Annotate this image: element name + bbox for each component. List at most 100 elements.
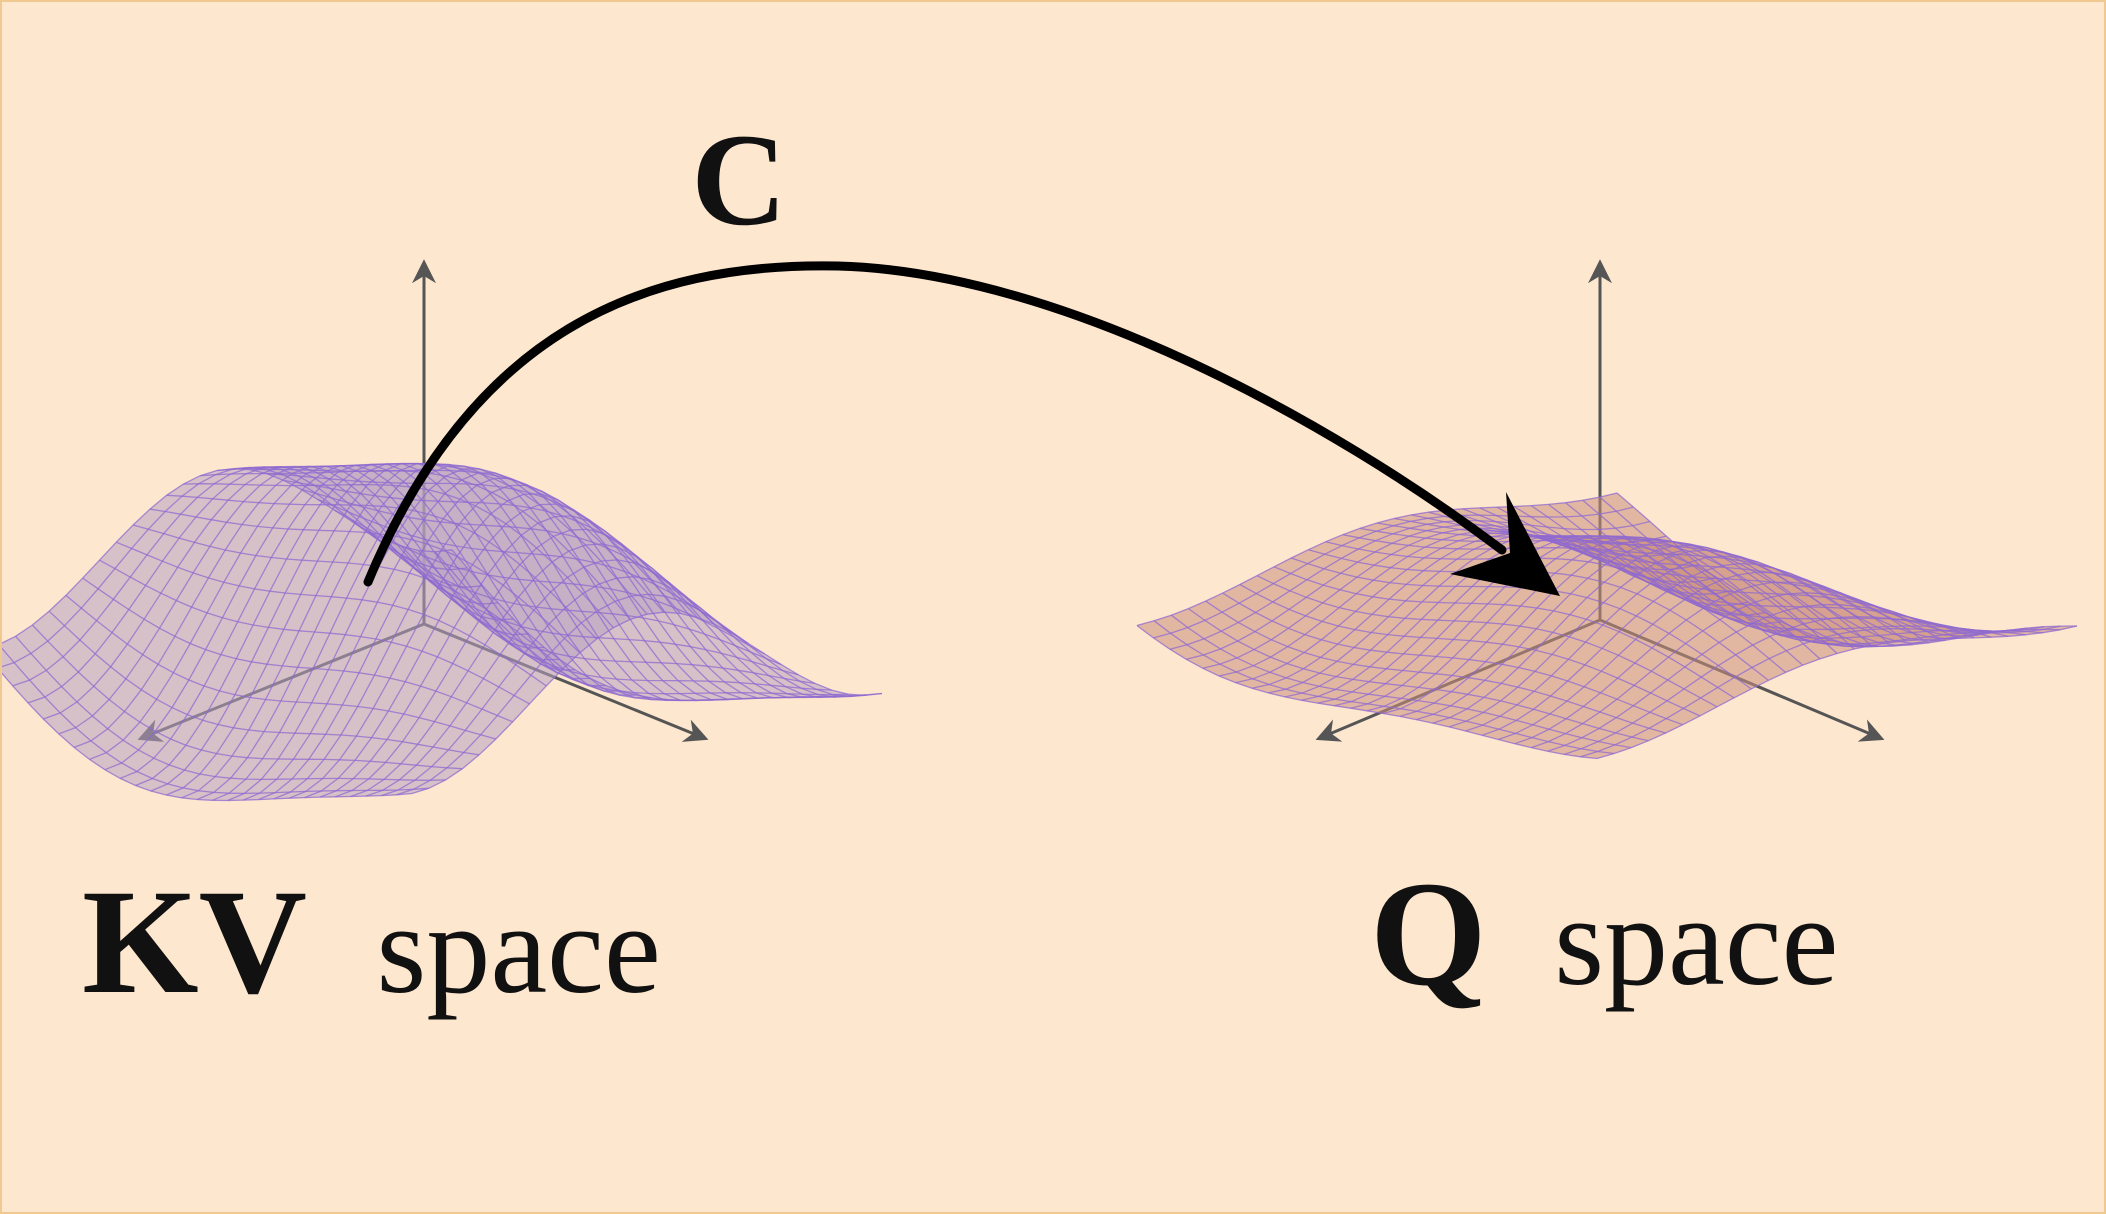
surface-patch bbox=[1319, 676, 1353, 690]
surface-patch bbox=[99, 542, 132, 569]
surface-patch bbox=[130, 554, 163, 586]
surface-patch bbox=[413, 779, 446, 790]
surface-patch bbox=[373, 678, 406, 711]
surface-patch bbox=[92, 699, 125, 729]
surface-patch bbox=[530, 655, 564, 686]
surface-patch bbox=[1457, 548, 1491, 560]
surface-patch bbox=[197, 792, 230, 801]
surface-patch bbox=[1552, 614, 1587, 637]
q-surface-mesh bbox=[1136, 492, 2078, 760]
surface-patch bbox=[2043, 626, 2077, 630]
surface-patch bbox=[1324, 558, 1358, 574]
surface-patch bbox=[258, 485, 291, 504]
surface-patch bbox=[738, 670, 771, 686]
surface-patch bbox=[1169, 644, 1204, 660]
surface-patch bbox=[1549, 701, 1584, 719]
surface-patch bbox=[1597, 744, 1632, 754]
surface-patch bbox=[416, 747, 449, 767]
surface-patch bbox=[377, 569, 410, 606]
surface-patch bbox=[317, 530, 350, 562]
surface-patch bbox=[112, 609, 145, 645]
surface-patch bbox=[707, 666, 740, 683]
surface-patch bbox=[756, 692, 789, 698]
surface-patch bbox=[482, 686, 515, 716]
surface-patch bbox=[1154, 615, 1188, 634]
surface-patch bbox=[385, 741, 418, 764]
surface-patch bbox=[109, 678, 142, 712]
surface-patch bbox=[517, 610, 550, 644]
surface-patch bbox=[1565, 723, 1600, 738]
mesh-line bbox=[1547, 604, 2028, 752]
surface-patch bbox=[1752, 636, 1787, 659]
surface-patch bbox=[1402, 672, 1436, 688]
surface-patch bbox=[226, 501, 259, 525]
surface-patch bbox=[288, 504, 321, 530]
surface-patch bbox=[205, 617, 238, 655]
surface-patch bbox=[1487, 604, 1521, 625]
surface-patch bbox=[179, 517, 212, 543]
surface-patch bbox=[705, 649, 739, 671]
surface-patch bbox=[1567, 686, 1601, 707]
surface-patch bbox=[694, 693, 727, 700]
q-space-label-bold: Q bbox=[1370, 851, 1487, 1017]
surface-patch bbox=[433, 725, 466, 750]
surface-patch bbox=[1529, 525, 1564, 538]
surface-patch bbox=[664, 693, 697, 701]
surface-patch bbox=[1584, 648, 1619, 672]
surface-patch bbox=[569, 656, 602, 678]
surface-patch bbox=[1582, 712, 1617, 729]
surface-patch bbox=[247, 731, 280, 759]
surface-patch bbox=[158, 636, 191, 673]
surface-patch bbox=[211, 500, 244, 523]
surface-patch bbox=[647, 680, 680, 694]
surface-patch bbox=[12, 680, 45, 703]
surface-patch bbox=[451, 670, 484, 703]
surface-patch bbox=[1514, 505, 1548, 517]
surface-patch bbox=[1583, 692, 1617, 712]
surface-patch bbox=[721, 653, 754, 673]
surface-patch bbox=[1586, 602, 1620, 625]
surface-patch bbox=[113, 577, 146, 610]
surface-patch bbox=[1153, 633, 1187, 650]
surface-patch bbox=[384, 463, 417, 471]
surface-patch bbox=[483, 654, 516, 687]
surface-patch bbox=[1487, 586, 1522, 605]
surface-patch bbox=[1617, 685, 1651, 706]
surface-patch bbox=[614, 596, 647, 620]
surface-patch bbox=[198, 474, 231, 484]
surface-patch bbox=[279, 702, 312, 734]
surface-patch bbox=[1770, 610, 1805, 630]
surface-patch bbox=[222, 585, 255, 622]
surface-patch bbox=[366, 484, 399, 507]
surface-patch bbox=[123, 722, 156, 750]
surface-patch bbox=[219, 658, 252, 695]
surface-patch bbox=[1288, 615, 1322, 635]
surface-patch bbox=[1538, 558, 1572, 574]
surface-patch bbox=[434, 696, 467, 726]
surface-patch bbox=[1390, 556, 1425, 570]
surface-patch bbox=[498, 664, 531, 696]
surface-patch bbox=[1303, 657, 1337, 674]
surface-patch bbox=[354, 737, 387, 762]
surface-patch bbox=[1739, 563, 1773, 573]
surface-patch bbox=[338, 760, 371, 779]
mesh-line bbox=[242, 472, 714, 801]
surface-patch bbox=[570, 671, 603, 689]
surface-patch bbox=[1171, 608, 1205, 628]
surface-patch bbox=[1585, 625, 1620, 649]
surface-patch bbox=[800, 688, 834, 695]
surface-patch bbox=[225, 524, 258, 553]
surface-patch bbox=[302, 530, 335, 562]
surface-patch bbox=[1187, 638, 1221, 655]
surface-patch bbox=[199, 753, 232, 777]
surface-patch bbox=[289, 791, 322, 799]
surface-patch bbox=[74, 740, 107, 760]
surface-patch bbox=[1582, 514, 1616, 530]
surface-patch bbox=[367, 779, 400, 791]
surface-patch bbox=[1418, 673, 1452, 690]
surface-patch bbox=[1582, 497, 1617, 515]
surface-patch bbox=[166, 787, 199, 798]
surface-patch bbox=[1503, 606, 1537, 627]
surface-patch bbox=[1548, 733, 1582, 746]
surface-patch bbox=[257, 503, 290, 528]
